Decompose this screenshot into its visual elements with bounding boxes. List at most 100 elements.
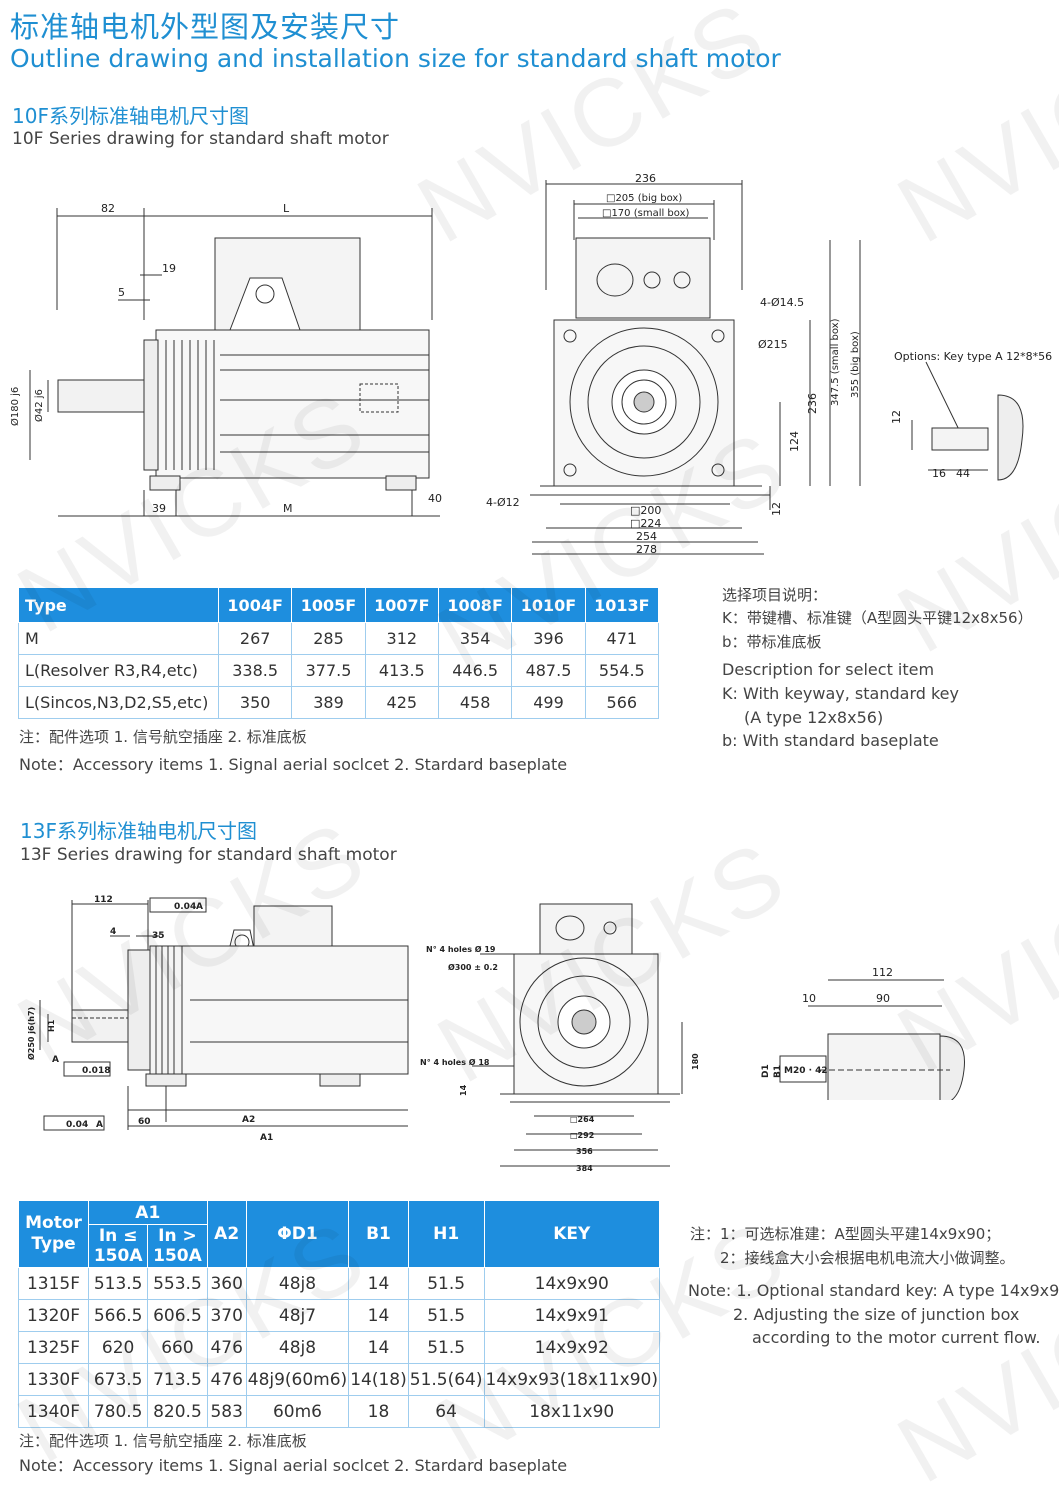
table-cell: 413.5: [364, 654, 439, 687]
table-cell: 14(18): [348, 1363, 409, 1396]
table-cell: M: [18, 622, 219, 655]
key-dim-b1: B1: [773, 1065, 783, 1078]
desc-cn-title: 选择项目说明：: [722, 586, 828, 604]
table-cell: 554.5: [584, 654, 660, 687]
dim-small-box: □170 (small box): [602, 208, 690, 219]
table-cell: 1325F: [17, 1331, 90, 1364]
dim-holes-145: 4-Ø14.5: [760, 296, 804, 309]
tol-004: 0.04: [174, 902, 196, 912]
dim-holes-12: 4-Ø12: [486, 496, 520, 509]
dim-40: 40: [428, 492, 442, 505]
key-dim-12: 12: [890, 410, 903, 424]
drawing-10f-front: 236 □205 (big box) □170 (small box) 4-Ø1…: [486, 172, 861, 556]
key-dim-90: 90: [876, 992, 890, 1005]
table-cell: 1320F: [17, 1299, 90, 1332]
table-13f-header-in-le: In ≤ 150A: [88, 1224, 149, 1268]
table-cell: 780.5: [88, 1395, 149, 1428]
sec13-side-en1: Note: 1. Optional standard key: A type 1…: [688, 1281, 1059, 1300]
table-cell: 51.5: [407, 1267, 485, 1300]
table-13f-header-h1: H1: [407, 1200, 485, 1268]
dim-a2: A2: [242, 1115, 255, 1125]
drawing-13f-side: 112 0.04 A 4 35 Ø250 j6(h7) H1 A 0.018 6…: [26, 895, 409, 1143]
table-13f-header-b1: B1: [348, 1200, 409, 1268]
table-cell: 64: [407, 1395, 485, 1428]
table-cell: 14: [348, 1331, 409, 1364]
table-cell: 48j9(60m6): [245, 1363, 350, 1396]
table-13f-header-in-gt: In > 150A: [147, 1224, 208, 1268]
dim-M: M: [283, 502, 293, 515]
table-cell: 350: [217, 686, 293, 719]
table-row: 1330F 673.5 713.5 476 48j9(60m6) 14(18) …: [17, 1363, 661, 1396]
key-dim-m20: M20 · 42: [784, 1066, 828, 1076]
dim-holes-18: N° 4 holes Ø 18: [420, 1057, 490, 1067]
dim-224: □224: [630, 517, 661, 530]
table-cell: 620: [88, 1331, 149, 1364]
table-cell: 425: [364, 686, 439, 719]
tol-0018: 0.018: [82, 1066, 110, 1076]
table-cell: 14: [348, 1299, 409, 1332]
table-cell: 48j8: [245, 1331, 350, 1364]
page-title-en: Outline drawing and installation size fo…: [10, 44, 781, 73]
table-cell: 513.5: [88, 1267, 149, 1300]
sec13-side-cn1: 注：1：可选标准建：A型圆头平建14x9x90；: [690, 1225, 1001, 1243]
table-cell: 338.5: [217, 654, 293, 687]
dim-300: Ø300 ± 0.2: [448, 962, 498, 972]
dim-124: 124: [788, 431, 801, 452]
key-dim-10: 10: [802, 992, 816, 1005]
table-cell: 396: [511, 622, 586, 655]
desc-en-title: Description for select item: [722, 660, 935, 679]
dim-384: 384: [576, 1164, 593, 1173]
table-10f-header: 1004F: [217, 587, 293, 623]
table-13f: Motor Type A1 A2 ΦD1 B1 H1 KEY In ≤ 150A…: [17, 1200, 661, 1428]
dim-236v: 236: [806, 393, 819, 414]
drawing-13f-key: 112 10 90 D1 B1 M20 · 42: [761, 966, 965, 1100]
table-cell: 48j8: [245, 1267, 350, 1300]
table-cell: 389: [291, 686, 366, 719]
sec13-side-en3: according to the motor current flow.: [752, 1328, 1041, 1347]
datum-a2: A: [96, 1120, 103, 1130]
table-cell: L(Sincos,N3,D2,S5,etc): [18, 686, 219, 719]
dim-shaft-180: Ø180 j6: [9, 387, 21, 426]
sec13-side-cn2: 2：接线盒大小会根据电机电流大小做调整。: [720, 1249, 1015, 1267]
key-dim-112: 112: [872, 966, 893, 979]
table-13f-header-a2: A2: [206, 1200, 247, 1268]
datum-a: A: [52, 1055, 59, 1065]
dim-82: 82: [101, 202, 115, 215]
table-cell: 553.5: [147, 1267, 208, 1300]
dim-big-box: □205 (big box): [606, 193, 682, 204]
tol-004b: 0.04: [66, 1120, 88, 1130]
table-cell: 487.5: [511, 654, 586, 687]
table-cell: 458: [437, 686, 513, 719]
table-cell: 312: [364, 622, 439, 655]
desc-en-k: K: With keyway, standard key: [722, 684, 959, 703]
sec13-side-en2: 2. Adjusting the size of junction box: [733, 1305, 1020, 1324]
table-10f-header: 1007F: [364, 587, 439, 623]
dim-60: 60: [138, 1117, 151, 1127]
table-10f-header: 1010F: [511, 587, 586, 623]
dim-278: 278: [636, 543, 657, 556]
table-cell: 18x11x90: [483, 1395, 661, 1428]
table-cell: 267: [217, 622, 293, 655]
key-dim-44: 44: [956, 467, 970, 480]
drawing-10f-key: Options: Key type A 12*8*56 12 16 44: [890, 350, 1052, 481]
sec13-note-cn: 注：配件选项 1. 信号航空插座 2. 标准底板: [19, 1432, 307, 1450]
table-cell: 1330F: [17, 1363, 90, 1396]
table-10f-header: 1008F: [437, 587, 513, 623]
key-options: Options: Key type A 12*8*56: [894, 350, 1052, 363]
dim-236: 236: [635, 172, 656, 185]
dim-shaft-250: Ø250 j6(h7): [26, 1007, 36, 1060]
table-cell: 60m6: [245, 1395, 350, 1428]
desc-en-b: b: With standard baseplate: [722, 731, 939, 750]
table-cell: 360: [206, 1267, 247, 1300]
table-cell: 377.5: [291, 654, 366, 687]
page-title-cn: 标准轴电机外型图及安装尺寸: [10, 10, 401, 44]
table-cell: 51.5(64): [407, 1363, 485, 1396]
table-10f-header: Type: [18, 587, 219, 623]
table-cell: 48j7: [245, 1299, 350, 1332]
table-cell: 51.5: [407, 1331, 485, 1364]
dim-112: 112: [94, 895, 113, 905]
table-cell: 713.5: [147, 1363, 208, 1396]
table-cell: 583: [206, 1395, 247, 1428]
table-cell: 370: [206, 1299, 247, 1332]
table-cell: 476: [206, 1331, 247, 1364]
